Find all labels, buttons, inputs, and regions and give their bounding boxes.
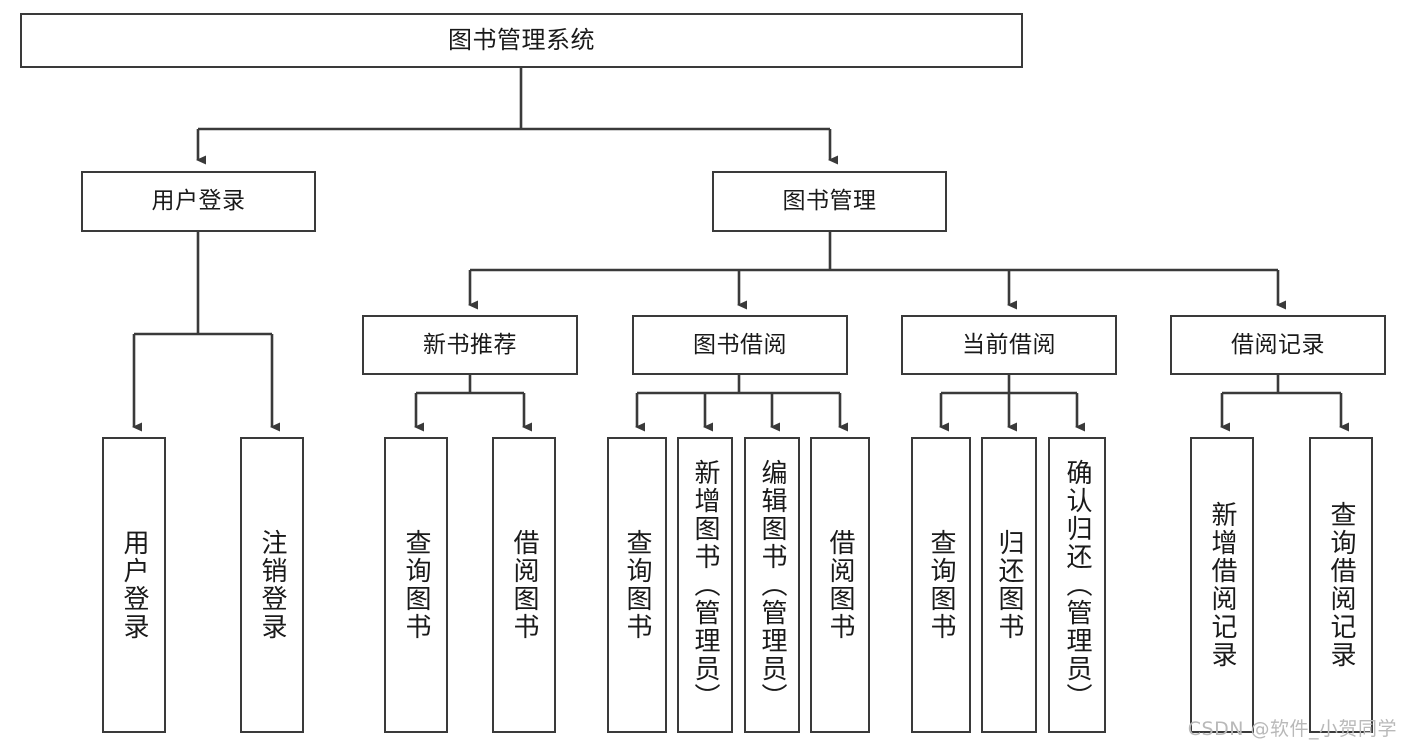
node-label: 编辑图书（管理员）: [757, 459, 787, 711]
node-book-borrow[interactable]: 图书借阅: [632, 315, 848, 375]
node-label: 用户登录: [151, 188, 246, 215]
leaf-borrow-book-recommend[interactable]: 借阅图书: [492, 437, 556, 733]
node-label: 用户登录: [119, 529, 149, 641]
node-user-login[interactable]: 用户登录: [81, 171, 316, 232]
leaf-return-book[interactable]: 归还图书: [981, 437, 1037, 733]
node-label: 借阅图书: [825, 529, 855, 641]
node-label: 新书推荐: [423, 331, 517, 358]
leaf-query-book-recommend[interactable]: 查询图书: [384, 437, 448, 733]
leaf-add-borrow-record[interactable]: 新增借阅记录: [1190, 437, 1254, 733]
node-label: 借阅图书: [509, 529, 539, 641]
node-label: 查询借阅记录: [1326, 501, 1356, 669]
leaf-edit-book[interactable]: 编辑图书（管理员）: [744, 437, 800, 733]
node-label: 图书管理: [782, 188, 877, 215]
leaf-add-book[interactable]: 新增图书（管理员）: [677, 437, 733, 733]
leaf-logout-login[interactable]: 注销登录: [240, 437, 304, 733]
node-label: 新增借阅记录: [1207, 501, 1237, 669]
node-label: 查询图书: [926, 529, 956, 641]
node-label: 新增图书（管理员）: [690, 459, 720, 711]
node-label: 查询图书: [401, 529, 431, 641]
node-label: 借阅记录: [1231, 331, 1325, 358]
node-borrow-record[interactable]: 借阅记录: [1170, 315, 1386, 375]
leaf-borrow-book-borrow[interactable]: 借阅图书: [810, 437, 870, 733]
node-label: 当前借阅: [962, 331, 1056, 358]
csdn-watermark: CSDN @软件_小贺同学: [1187, 718, 1397, 740]
node-label: 图书借阅: [693, 331, 787, 358]
node-label: 查询图书: [622, 529, 652, 641]
node-new-book-recommend[interactable]: 新书推荐: [362, 315, 578, 375]
node-label: 注销登录: [257, 529, 287, 641]
node-book-manage[interactable]: 图书管理: [712, 171, 947, 232]
leaf-query-book-borrow[interactable]: 查询图书: [607, 437, 667, 733]
leaf-query-book-current[interactable]: 查询图书: [911, 437, 971, 733]
node-label: 确认归还（管理员）: [1062, 459, 1092, 711]
leaf-query-borrow-record[interactable]: 查询借阅记录: [1309, 437, 1373, 733]
leaf-confirm-return[interactable]: 确认归还（管理员）: [1048, 437, 1106, 733]
node-label: 归还图书: [994, 529, 1024, 641]
leaf-user-login[interactable]: 用户登录: [102, 437, 166, 733]
node-current-borrow[interactable]: 当前借阅: [901, 315, 1117, 375]
node-label: 图书管理系统: [448, 25, 595, 54]
node-root-system[interactable]: 图书管理系统: [20, 13, 1023, 68]
